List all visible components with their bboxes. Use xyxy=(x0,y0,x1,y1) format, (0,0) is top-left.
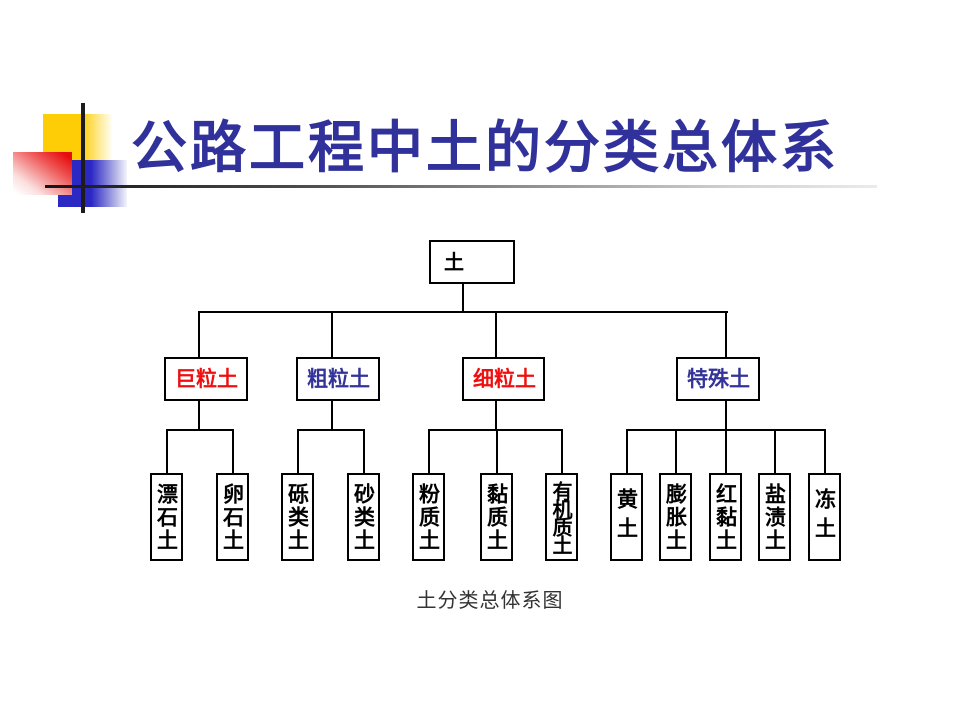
connector-stub-teshutu xyxy=(725,401,727,429)
decor-red-square xyxy=(13,152,72,195)
connector-level1-rail xyxy=(198,311,728,313)
connector-rail-group1 xyxy=(166,429,234,431)
connector-drop-julitu xyxy=(198,311,200,357)
tree-node-hongniantu: 红黏土 xyxy=(709,473,742,561)
connector-rail-group2 xyxy=(297,429,365,431)
connector-drop-teshutu xyxy=(725,311,727,357)
tree-node-julitu: 巨粒土 xyxy=(164,357,248,401)
connector-child-drop xyxy=(824,429,826,473)
connector-stub-culitu xyxy=(331,401,333,429)
tree-node-fenzhitu: 粉质土 xyxy=(412,473,445,561)
connector-child-drop xyxy=(725,429,727,473)
tree-node-piaoshitu: 漂石土 xyxy=(150,473,183,561)
connector-drop-xilitu xyxy=(495,311,497,357)
connector-child-drop xyxy=(363,429,365,473)
tree-node-shaleitu: 砂类土 xyxy=(347,473,380,561)
tree-node-luanshitu: 卵石土 xyxy=(216,473,249,561)
connector-child-drop xyxy=(232,429,234,473)
connector-drop-culitu xyxy=(331,311,333,357)
tree-node-pengzhangtu: 膨胀土 xyxy=(659,473,692,561)
connector-child-drop xyxy=(166,429,168,473)
connector-root-stub xyxy=(462,284,464,313)
tree-node-dongtu: 冻土 xyxy=(808,473,841,561)
tree-node-culitu: 粗粒土 xyxy=(296,357,380,401)
connector-child-drop xyxy=(626,429,628,473)
tree-node-xilitu: 细粒土 xyxy=(462,357,545,401)
slide-title: 公路工程中土的分类总体系 xyxy=(131,115,839,181)
connector-child-drop xyxy=(561,429,563,473)
connector-child-drop xyxy=(428,429,430,473)
connector-stub-xilitu xyxy=(495,401,497,429)
connector-stub-julitu xyxy=(198,401,200,429)
connector-rail-group3 xyxy=(428,429,563,431)
decor-vertical-line xyxy=(81,103,85,213)
connector-child-drop xyxy=(774,429,776,473)
connector-child-drop xyxy=(297,429,299,473)
title-underline xyxy=(45,185,877,188)
tree-node-root: 土 xyxy=(429,240,515,284)
tree-node-yanzitu: 盐渍土 xyxy=(758,473,791,561)
tree-node-youjizhitu: 有机质土 xyxy=(545,473,578,561)
tree-node-huangtu: 黄土 xyxy=(610,473,643,561)
connector-child-drop xyxy=(675,429,677,473)
connector-child-drop xyxy=(496,429,498,473)
tree-node-lileitu: 砾类土 xyxy=(281,473,314,561)
tree-node-teshutu: 特殊土 xyxy=(676,357,760,401)
tree-node-nianzhitu: 黏质土 xyxy=(480,473,513,561)
diagram-caption: 土分类总体系图 xyxy=(416,588,564,612)
